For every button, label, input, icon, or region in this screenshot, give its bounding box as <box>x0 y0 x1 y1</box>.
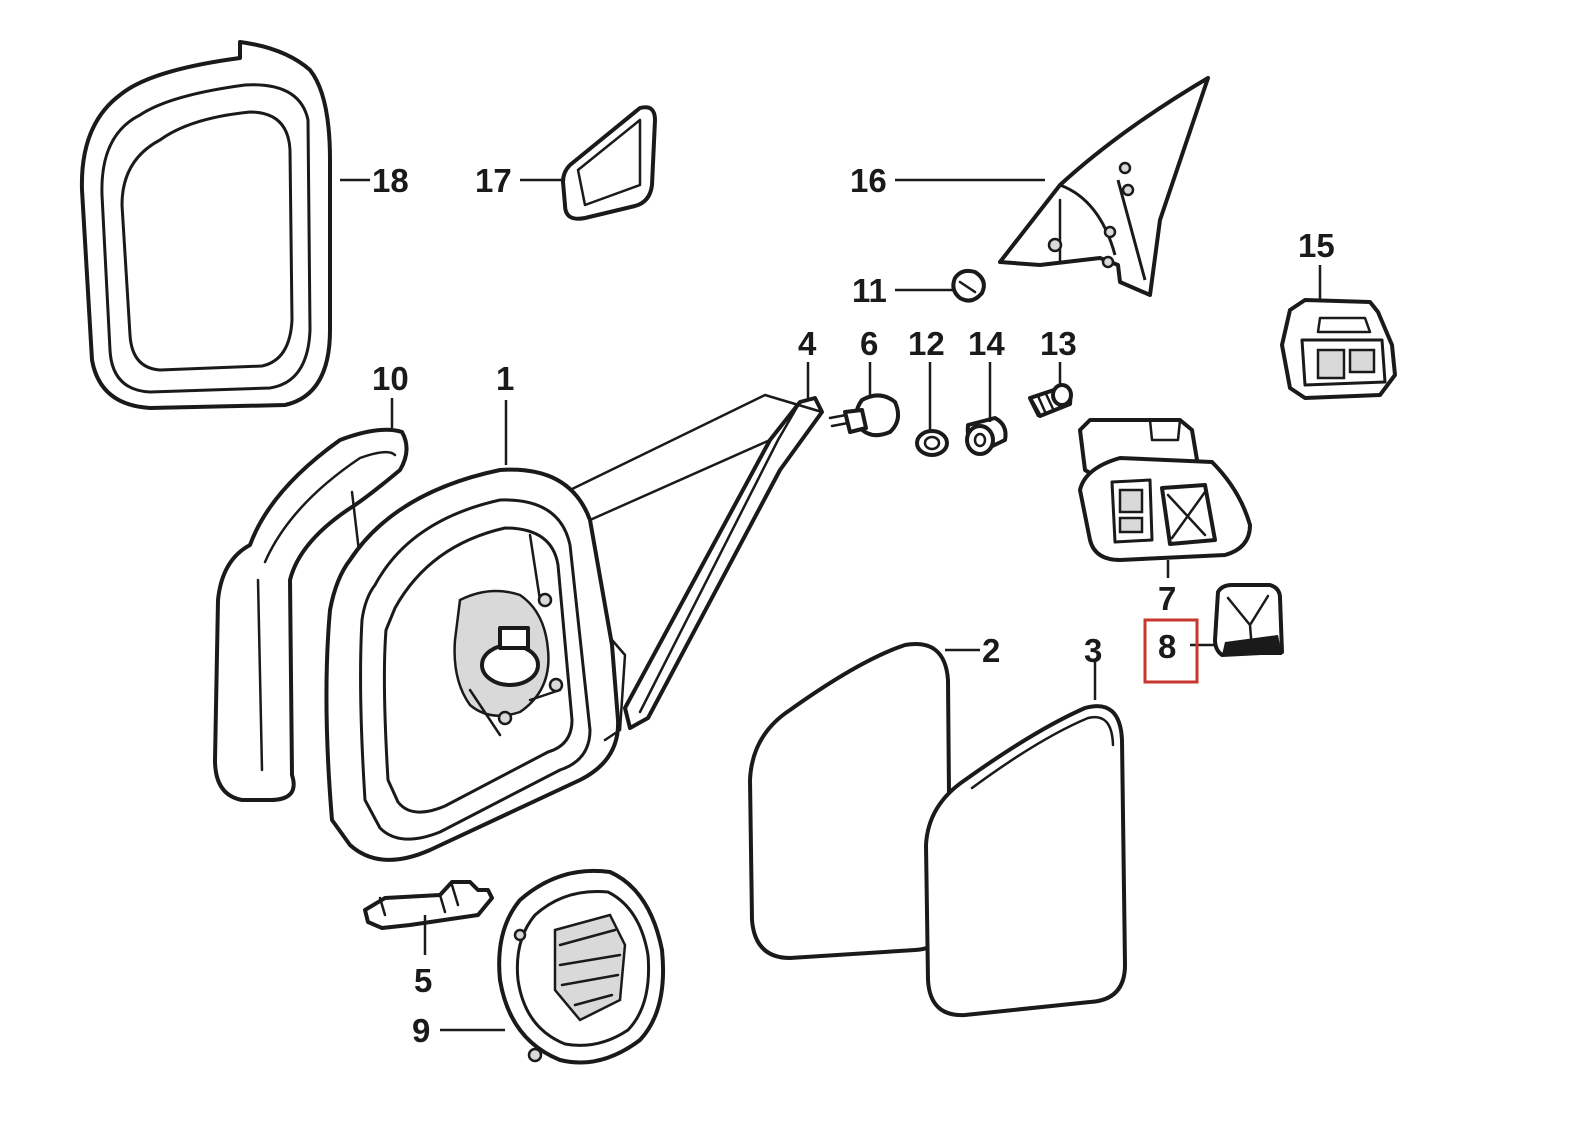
part-1-mirror-housing <box>324 393 824 862</box>
highlight-box-callout-8 <box>1143 618 1199 684</box>
part-5-bracket <box>363 880 494 930</box>
callout-10: 10 <box>372 360 409 397</box>
callout-17: 17 <box>475 162 512 199</box>
part-2-mirror-glass <box>748 642 952 960</box>
callout-13: 13 <box>1040 325 1077 362</box>
callout-14: 14 <box>968 325 1005 362</box>
callout-3: 3 <box>1084 632 1102 669</box>
callout-5: 5 <box>414 962 432 999</box>
callout-1: 1 <box>496 360 514 397</box>
part-6-grommet <box>828 393 901 438</box>
part-16-base-plate <box>998 76 1210 297</box>
part-9-motor-drive <box>497 868 666 1065</box>
part-3-glass-plate <box>924 704 1127 1018</box>
callout-labels: 18 17 16 15 11 10 1 4 6 12 14 13 7 8 2 3… <box>372 162 1335 1049</box>
part-7-switch-housing <box>1078 418 1252 562</box>
part-8-switch-cap <box>1213 583 1284 657</box>
part-13-screw <box>1028 383 1073 418</box>
part-18-mirror-frame <box>79 40 332 410</box>
part-14-bushing <box>965 416 1008 456</box>
callout-2: 2 <box>982 632 1000 669</box>
callout-12: 12 <box>908 325 945 362</box>
leader-lines <box>340 178 1322 1032</box>
part-12-washer <box>915 429 949 457</box>
part-15-switch-unit <box>1280 298 1397 400</box>
callout-18: 18 <box>372 162 409 199</box>
callout-11: 11 <box>852 272 887 309</box>
callout-16: 16 <box>850 162 887 199</box>
callout-4: 4 <box>798 325 817 362</box>
part-4-gasket <box>623 396 824 730</box>
callout-7: 7 <box>1158 580 1176 617</box>
callout-9: 9 <box>412 1012 430 1049</box>
part-11-clip <box>951 268 986 303</box>
callout-8: 8 <box>1158 628 1176 665</box>
callout-6: 6 <box>860 325 878 362</box>
callout-15: 15 <box>1298 227 1335 264</box>
part-17-small-glass <box>561 105 657 221</box>
